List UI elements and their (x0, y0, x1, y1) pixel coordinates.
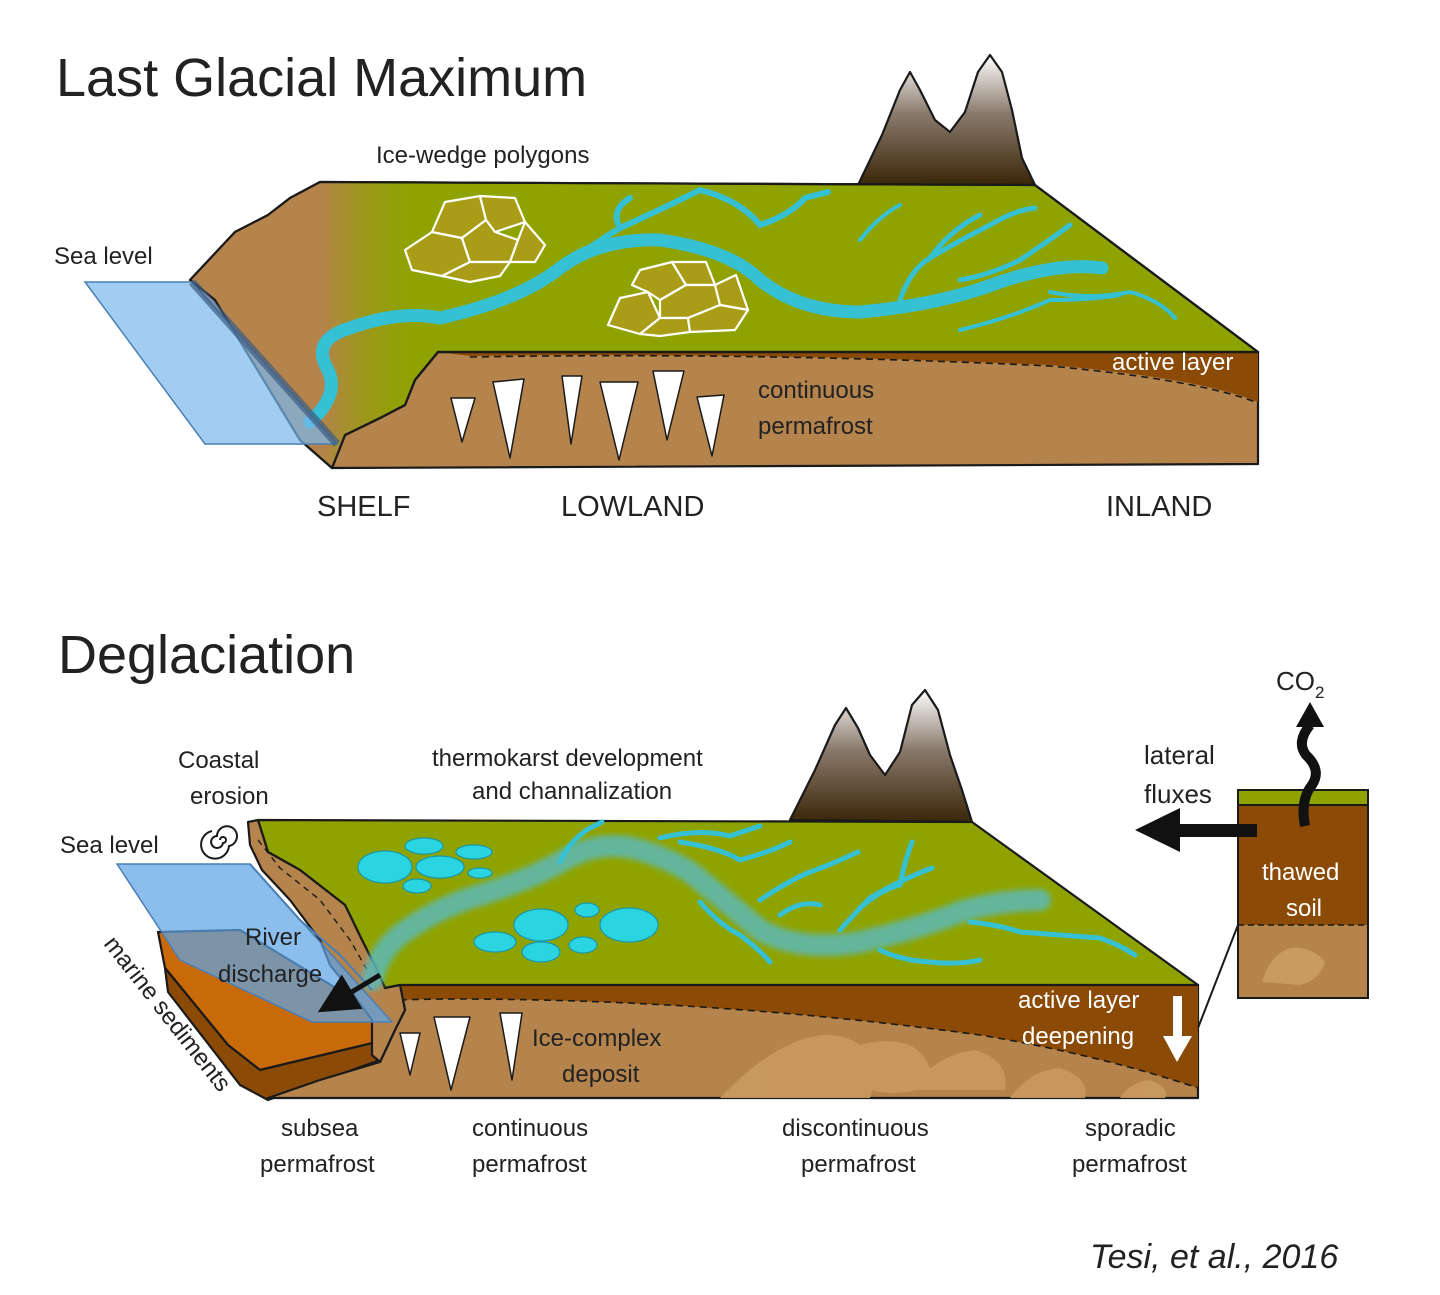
zone-continuous-line1: continuous (472, 1115, 588, 1142)
thermokarst-label-2: and channalization (472, 778, 672, 805)
active-layer-deepening-label-1: active layer (1018, 987, 1139, 1014)
zone-discontinuous-line2: permafrost (801, 1151, 916, 1178)
ice-complex-label-1: Ice-complex (532, 1025, 661, 1052)
deglaciation-active-layer (400, 985, 1198, 1088)
zone-discontinuous-line1: discontinuous (782, 1115, 929, 1142)
lgm-ice-wedges (450, 370, 725, 461)
co2-release-arrow-icon (1296, 702, 1324, 827)
lgm-surface-outline (188, 180, 1260, 470)
lgm-ice-wedge-label: Ice-wedge polygons (376, 142, 589, 169)
river-discharge-label-2: discharge (218, 961, 322, 988)
deglaciation-ice-wedges (399, 1012, 523, 1091)
coastal-erosion-spiral-icon (200, 825, 238, 860)
coastal-erosion-label-2: erosion (190, 783, 269, 810)
lgm-river (303, 187, 1177, 429)
lgm-ice-wedge-polygons-2 (606, 260, 750, 338)
lgm-active-layer-boundary (469, 354, 1259, 404)
deepening-down-arrow-icon (1163, 996, 1192, 1062)
lgm-zone-inland: INLAND (1106, 491, 1212, 523)
river-discharge-label-1: River (245, 924, 301, 951)
thermokarst-label-1: thermokarst development (432, 745, 703, 772)
lgm-panel: Last Glacial Maximum (54, 48, 1260, 523)
zone-subsea-line2: permafrost (260, 1151, 375, 1178)
lgm-shelf-exposed (190, 183, 430, 468)
citation: Tesi, et al., 2016 (1090, 1238, 1338, 1276)
deglaciation-ice-complex-blobs (720, 1035, 1166, 1098)
river-discharge-arrow (317, 972, 382, 1013)
ice-complex-label-2: deposit (562, 1061, 640, 1088)
zone-continuous-line2: permafrost (472, 1151, 587, 1178)
zone-sporadic-line1: sporadic (1085, 1115, 1176, 1142)
lateral-fluxes-label-2: fluxes (1144, 779, 1212, 809)
zone-sporadic-line2: permafrost (1072, 1151, 1187, 1178)
lgm-permafrost-label-1: continuous (758, 377, 874, 404)
lgm-sea-level-plane (83, 279, 340, 447)
active-layer-deepening-label-2: deepening (1022, 1023, 1134, 1050)
lgm-permafrost-label-2: permafrost (758, 413, 873, 440)
lgm-title: Last Glacial Maximum (56, 48, 587, 108)
deglaciation-title: Deglaciation (58, 625, 355, 685)
co2-label: CO2 (1276, 666, 1324, 702)
lgm-zone-shelf: SHELF (317, 491, 410, 523)
deglaciation-mountain (788, 688, 974, 824)
deglaciation-tributaries (557, 819, 1138, 966)
lgm-sea-level-label: Sea level (54, 243, 153, 270)
lgm-ice-wedge-polygons-1 (403, 194, 547, 284)
thawed-soil-label-2: soil (1286, 895, 1322, 922)
deglaciation-coast-dash (257, 839, 371, 976)
lateral-fluxes-label-1: lateral (1144, 740, 1215, 770)
thawed-soil-label-1: thawed (1262, 859, 1339, 886)
lgm-active-layer-label: active layer (1112, 349, 1233, 376)
lgm-zone-lowland: LOWLAND (561, 491, 704, 523)
lateral-flux-arrow-icon (1135, 808, 1257, 852)
coastal-erosion-label-1: Coastal (178, 747, 259, 774)
deglaciation-panel: Deglaciation (58, 625, 1369, 1178)
lgm-mountain (856, 53, 1037, 187)
thermokarst-lakes (357, 837, 659, 963)
deglaciation-river-main (361, 835, 1051, 991)
lgm-active-layer (438, 352, 1258, 402)
deglaciation-active-layer-boundary (399, 998, 1199, 1089)
zone-subsea-line1: subsea (281, 1115, 359, 1142)
deglaciation-sea-level-label: Sea level (60, 832, 159, 859)
